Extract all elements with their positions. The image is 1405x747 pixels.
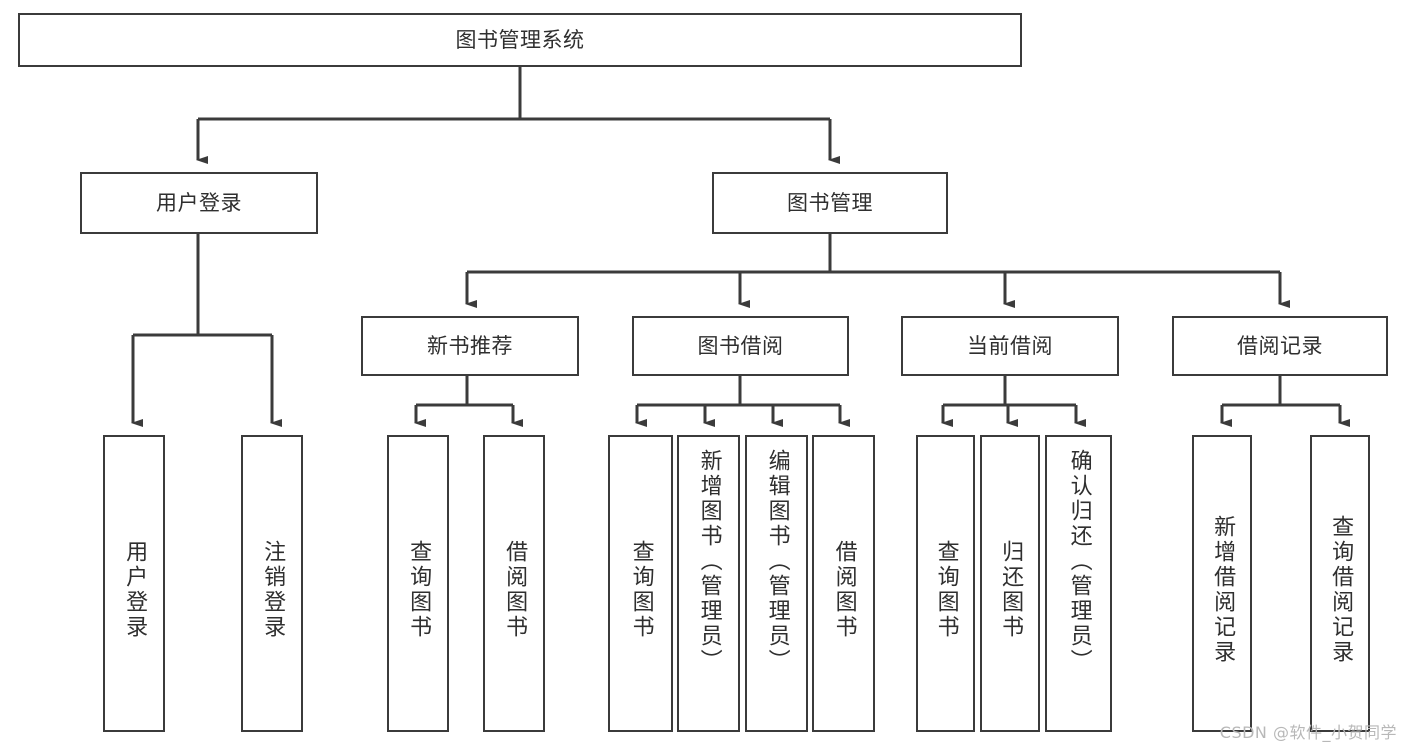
leaf-confirm-return-admin-inner: 确认归还（管理员）: [1047, 449, 1110, 730]
leaf-edit-book-admin[interactable]: 编辑图书（管理员）: [745, 435, 808, 732]
leaf-user-login[interactable]: 用户登录: [103, 435, 165, 732]
leaf-query-book-1[interactable]: 查询图书: [387, 435, 449, 732]
node-root[interactable]: 图书管理系统: [18, 13, 1022, 67]
node-current-borrow-label: 当前借阅: [967, 333, 1053, 358]
leaf-query-book-2-label: 查询图书: [628, 539, 654, 640]
leaf-borrow-book-1[interactable]: 借阅图书: [483, 435, 545, 732]
leaf-return-book[interactable]: 归还图书: [980, 435, 1040, 732]
leaf-borrow-book-2-label: 借阅图书: [831, 539, 857, 640]
leaf-add-book-admin[interactable]: 新增图书（管理员）: [677, 435, 740, 732]
leaf-query-book-3[interactable]: 查询图书: [916, 435, 975, 732]
leaf-query-book-3-inner: 查询图书: [918, 449, 973, 730]
node-borrow-record[interactable]: 借阅记录: [1172, 316, 1388, 376]
node-root-label: 图书管理系统: [455, 27, 585, 52]
leaf-add-borrow-record-label: 新增借阅记录: [1210, 514, 1236, 665]
leaf-borrow-book-2[interactable]: 借阅图书: [812, 435, 875, 732]
node-new-book-recommend-label: 新书推荐: [427, 333, 513, 358]
leaf-query-book-3-label: 查询图书: [933, 539, 959, 640]
leaf-query-book-1-label: 查询图书: [406, 539, 432, 640]
leaf-user-login-inner: 用户登录: [105, 449, 163, 730]
leaf-edit-book-admin-label: 编辑图书（管理员）: [764, 449, 790, 674]
node-user-login-label: 用户登录: [156, 190, 242, 215]
node-book-management[interactable]: 图书管理: [712, 172, 948, 234]
leaf-return-book-label: 归还图书: [998, 539, 1024, 640]
leaf-confirm-return-admin[interactable]: 确认归还（管理员）: [1045, 435, 1112, 732]
node-user-login[interactable]: 用户登录: [80, 172, 318, 234]
leaf-query-borrow-record-label: 查询借阅记录: [1328, 514, 1354, 665]
node-book-management-label: 图书管理: [787, 190, 873, 215]
leaf-borrow-book-1-inner: 借阅图书: [485, 449, 543, 730]
leaf-borrow-book-1-label: 借阅图书: [502, 539, 528, 640]
node-new-book-recommend[interactable]: 新书推荐: [361, 316, 579, 376]
node-book-borrow[interactable]: 图书借阅: [632, 316, 849, 376]
leaf-query-book-2-inner: 查询图书: [610, 449, 671, 730]
node-current-borrow[interactable]: 当前借阅: [901, 316, 1119, 376]
leaf-user-logout-label: 注销登录: [260, 539, 286, 640]
leaf-query-borrow-record[interactable]: 查询借阅记录: [1310, 435, 1370, 732]
leaf-user-login-label: 用户登录: [122, 539, 148, 640]
node-borrow-record-label: 借阅记录: [1237, 333, 1323, 358]
leaf-add-book-admin-label: 新增图书（管理员）: [696, 449, 722, 674]
leaf-query-book-1-inner: 查询图书: [389, 449, 447, 730]
leaf-add-book-admin-inner: 新增图书（管理员）: [679, 449, 738, 730]
leaf-edit-book-admin-inner: 编辑图书（管理员）: [747, 449, 806, 730]
node-book-borrow-label: 图书借阅: [697, 333, 784, 358]
leaf-user-logout-inner: 注销登录: [243, 449, 301, 730]
leaf-user-logout[interactable]: 注销登录: [241, 435, 303, 732]
leaf-add-borrow-record-inner: 新增借阅记录: [1194, 449, 1250, 730]
leaf-confirm-return-admin-label: 确认归还（管理员）: [1066, 449, 1092, 674]
leaf-return-book-inner: 归还图书: [982, 449, 1038, 730]
leaf-borrow-book-2-inner: 借阅图书: [814, 449, 873, 730]
leaf-query-book-2[interactable]: 查询图书: [608, 435, 673, 732]
watermark-csdn: CSDN @软件_小贺同学: [1219, 723, 1397, 742]
leaf-query-borrow-record-inner: 查询借阅记录: [1312, 449, 1368, 730]
leaf-add-borrow-record[interactable]: 新增借阅记录: [1192, 435, 1252, 732]
